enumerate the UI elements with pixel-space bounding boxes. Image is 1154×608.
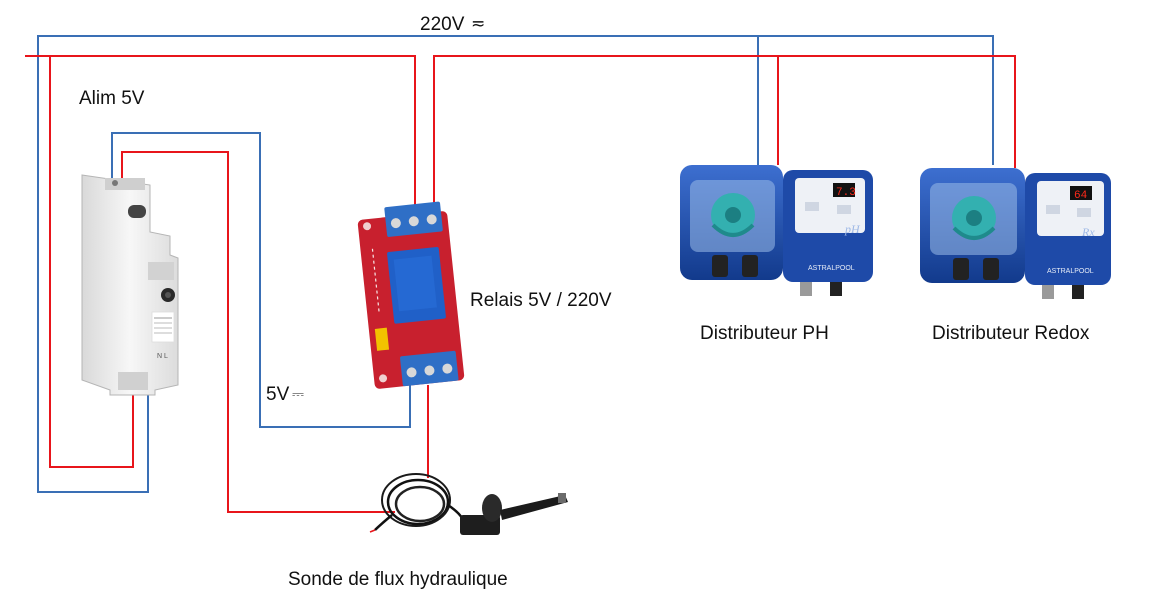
flow-sensor-label: Sonde de flux hydraulique: [288, 569, 508, 590]
flow-sensor-device: [369, 473, 568, 535]
power-supply-device: N L: [81, 174, 179, 396]
psu-terminal-marking: N L: [157, 353, 168, 360]
ph-tag: pH: [844, 222, 861, 236]
blue-wire-main-bus: [37, 35, 994, 493]
dc-voltage-label: 5V: [266, 384, 290, 405]
ph-dispenser-label: Distributeur PH: [700, 323, 829, 344]
redox-brand: ASTRALPOOL: [1047, 268, 1094, 275]
relay-module: [357, 201, 465, 389]
red-wire-live-in: [25, 55, 416, 205]
power-supply-label: Alim 5V: [79, 88, 145, 109]
dc-symbol-icon: ⎓: [292, 385, 304, 403]
blue-wires: [37, 35, 994, 493]
blue-wire-5v-dc: [111, 132, 411, 428]
relay-label: Relais 5V / 220V: [470, 290, 612, 311]
redox-dispenser-label: Distributeur Redox: [932, 323, 1090, 344]
ph-brand: ASTRALPOOL: [808, 265, 855, 272]
red-wire-5v-plus: [121, 151, 395, 513]
ac-voltage-label: 220V: [420, 14, 465, 35]
redox-dispenser-device: 64 Rx ASTRALPOOL: [920, 168, 1111, 299]
red-wires: [25, 55, 1016, 513]
red-wire-psu-live: [49, 56, 134, 468]
red-wire-live-out: [433, 55, 1016, 205]
redox-display-value: 64: [1074, 190, 1088, 202]
ac-symbol-icon: ≂: [471, 14, 485, 34]
ph-dispenser-device: 7.3 pH ASTRALPOOL: [680, 165, 873, 296]
ph-display-value: 7.3: [836, 187, 856, 199]
redox-tag: Rx: [1081, 225, 1095, 239]
